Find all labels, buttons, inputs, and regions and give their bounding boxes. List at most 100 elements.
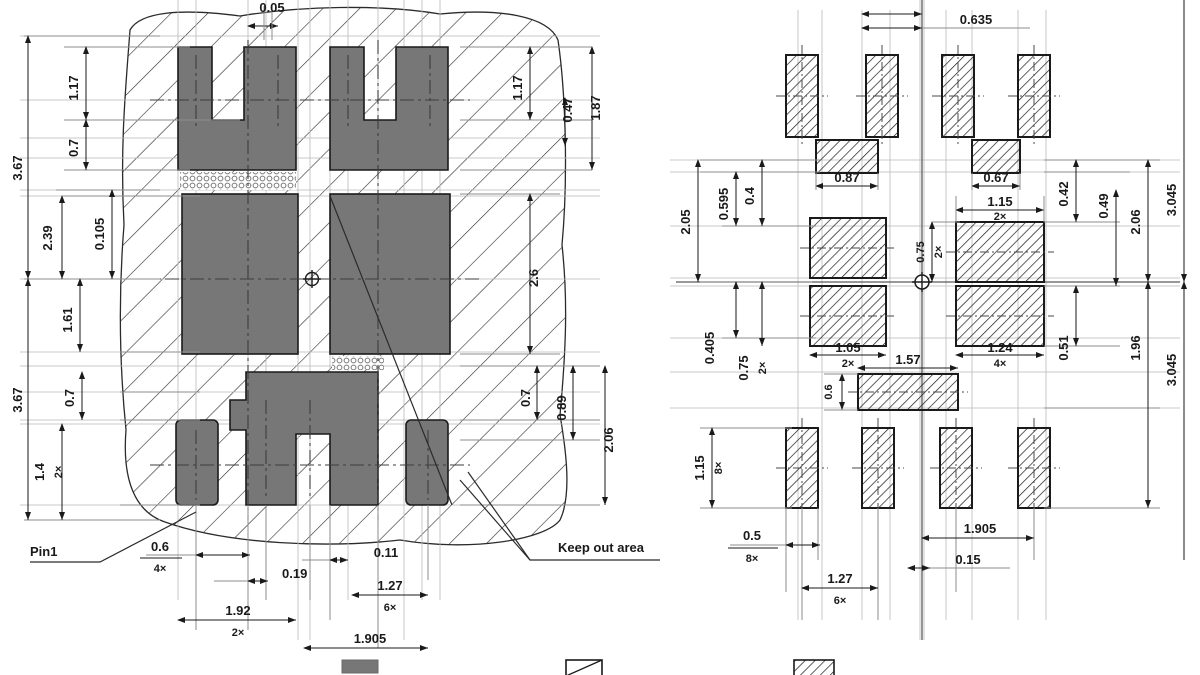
dim-label: 0.49 — [1096, 193, 1111, 218]
right-pad-centerlines — [776, 45, 1060, 518]
dim-multiplier: 2× — [842, 358, 855, 370]
dim-0.6-4x: 0.6 4× — [140, 539, 250, 575]
dim-label: 2.06 — [601, 427, 616, 452]
pad-mid-right — [329, 193, 451, 355]
dim-1.905-right: 1.905 — [921, 521, 1034, 541]
dim-label: 0.7 — [62, 389, 77, 407]
dimension-extension-lines — [24, 35, 240, 521]
dim-0.89: 0.89 — [554, 365, 576, 440]
dim-label: 0.05 — [259, 0, 284, 15]
dim-multiplier: 4× — [154, 563, 167, 575]
dim-3.67-top: 3.67 — [10, 35, 31, 279]
dim-0.7-lower: 0.7 — [62, 371, 85, 420]
dim-label: 1.15 — [987, 194, 1012, 209]
dim-2.06-left-view: 2.06 — [601, 365, 616, 505]
right-dim-ext-bottom — [785, 508, 1035, 620]
dim-label: 1.61 — [60, 307, 75, 332]
legend-hatched-swatch — [793, 659, 835, 675]
dim-multiplier: 2× — [53, 466, 65, 479]
dim-0.49: 0.49 — [1096, 189, 1119, 286]
dim-0.7-top: 0.7 — [66, 119, 89, 170]
dim-3.045-bottom: 3.045 — [1164, 281, 1187, 560]
dim-0.15: 0.15 — [907, 552, 1010, 571]
dim-2.6: 2.6 — [526, 193, 541, 354]
leader-diagonal — [329, 195, 453, 506]
dim-label: 0.75 — [915, 241, 927, 262]
dim-1.24-4x: 1.24 4× — [955, 340, 1044, 370]
pad-bottom-right — [405, 419, 449, 506]
pin1-label: Pin1 — [30, 544, 57, 559]
dim-label: 0.89 — [554, 395, 569, 420]
dim-label: 1.87 — [588, 95, 603, 120]
right-dim-ext-r — [1044, 159, 1160, 509]
dim-label: 1.05 — [835, 340, 860, 355]
dim-label: 2.05 — [678, 209, 693, 234]
legend-solid-swatch — [341, 659, 379, 674]
dim-1.61: 1.61 — [60, 278, 83, 352]
dim-multiplier: 8× — [746, 553, 759, 565]
dim-label: 0.47 — [560, 97, 575, 122]
dim-1.27-6x-right: 1.27 6× — [801, 571, 878, 607]
legend-row — [341, 659, 835, 675]
dim-0.105: 0.105 — [92, 189, 115, 279]
dim-label: 1.15 — [692, 455, 707, 480]
dim-1.17-left: 1.17 — [66, 46, 89, 120]
dim-label: 3.67 — [10, 155, 25, 180]
dim-label: 0.19 — [282, 566, 307, 581]
dim-0.42: 0.42 — [1056, 159, 1079, 222]
dim-1.17-right: 1.17 — [510, 46, 533, 120]
legend-outline-swatch — [565, 659, 603, 675]
dim-0.05: 0.05 — [247, 0, 285, 40]
dim-0.6-center: 0.6 — [823, 373, 858, 411]
dim-label: 1.17 — [66, 75, 81, 100]
dim-multiplier: 6× — [384, 602, 397, 614]
dim-ext-right — [460, 46, 600, 506]
pad-top-left — [177, 46, 297, 171]
dim-label: 0.75 — [736, 355, 751, 380]
dim-label: 0.7 — [66, 139, 81, 157]
dim-label: 1.92 — [225, 603, 250, 618]
dim-0.67: 0.67 — [971, 170, 1021, 190]
keep-out-callout: Keep out area — [459, 471, 660, 561]
dim-label: 0.42 — [1056, 181, 1071, 206]
dim-0.4: 0.4 — [742, 159, 765, 226]
dim-0.87: 0.87 — [815, 170, 879, 190]
dim-label: 0.6 — [823, 384, 835, 399]
dim-label: 3.045 — [1164, 184, 1179, 217]
dim-label: 0.87 — [834, 170, 859, 185]
dim-label: 1.24 — [987, 340, 1013, 355]
dim-1.87: 1.87 — [588, 46, 603, 170]
dim-label: 0.67 — [983, 170, 1008, 185]
keep-out-boundary — [119, 6, 568, 546]
dim-0.5-8x: 0.5 8× — [728, 528, 820, 565]
dim-label: 0.11 — [374, 545, 399, 560]
dim-0.595: 0.595 — [716, 171, 739, 226]
keep-out-leader-2 — [467, 471, 531, 561]
pad-r-u1 — [815, 139, 879, 174]
dim-label: 0.595 — [716, 188, 731, 221]
dim-0.51: 0.51 — [1056, 285, 1079, 361]
dim-1.57: 1.57 — [857, 352, 958, 371]
dim-1.05-2x: 1.05 2× — [809, 340, 886, 370]
origin-marker — [303, 270, 321, 288]
dim-label: 3.045 — [1164, 354, 1179, 387]
dim-label: 1.57 — [895, 352, 920, 367]
dim-multiplier: 6× — [834, 595, 847, 607]
dim-0.11: 0.11 — [302, 545, 399, 563]
dim-0.75-2x-center: 0.75 2× — [915, 221, 960, 282]
dim-label: 0.5 — [743, 528, 761, 543]
dim-2.05: 2.05 — [678, 159, 701, 282]
dim-label: 2.6 — [526, 269, 541, 287]
dim-label: 0.105 — [92, 218, 107, 251]
dim-1.92-2x: 1.92 2× — [177, 603, 296, 639]
dim-1.4-2x: 1.4 2× — [32, 423, 65, 520]
via-array-right — [332, 356, 384, 370]
dim-multiplier: 2× — [994, 211, 1007, 223]
dim-label: 1.27 — [377, 578, 402, 593]
legend-outline-slash — [566, 659, 603, 675]
pin1-leader — [30, 511, 197, 563]
dim-label: 0.635 — [960, 12, 993, 27]
via-array-left — [180, 172, 296, 190]
right-view-group: 2.05 0.595 0.4 0.405 0.75 2× 1.15 8× — [670, 0, 1187, 640]
